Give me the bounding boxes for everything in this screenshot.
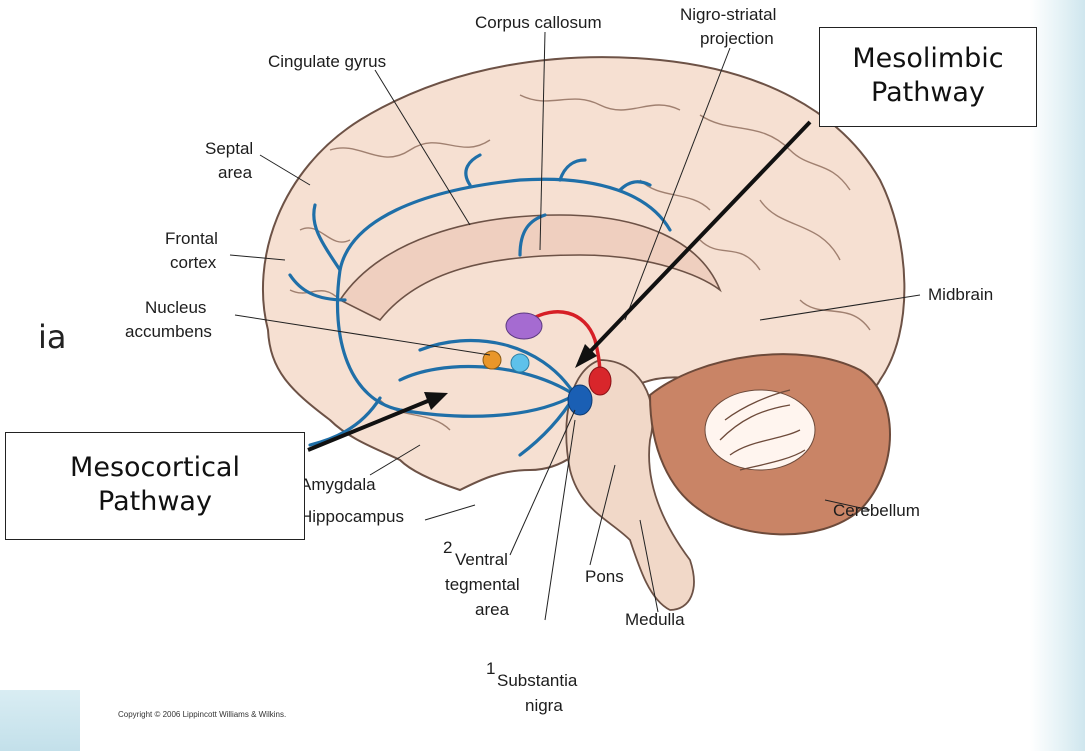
mesocortical-line-1: Mesocortical (6, 451, 304, 485)
label-nigro-striatal-2: projection (700, 29, 774, 48)
label-cerebellum: Cerebellum (833, 501, 920, 520)
mesolimbic-line-1: Mesolimbic (820, 42, 1036, 76)
label-hippocampus: Hippocampus (300, 507, 404, 526)
label-vta-3: area (475, 600, 510, 619)
label-substantia-marker: 1 (486, 659, 495, 678)
septal-dot (511, 354, 529, 372)
label-nucleus-2: accumbens (125, 322, 212, 341)
label-corpus-callosum: Corpus callosum (475, 13, 602, 32)
label-nucleus-1: Nucleus (145, 298, 206, 317)
label-septal-1: Septal (205, 139, 253, 158)
striatum-dot (506, 313, 542, 339)
substantia-nigra-dot (589, 367, 611, 395)
label-nigro-striatal-1: Nigro-striatal (680, 5, 776, 24)
label-septal-2: area (218, 163, 253, 182)
mesolimbic-pathway-callout: Mesolimbic Pathway (819, 27, 1037, 127)
label-midbrain: Midbrain (928, 285, 993, 304)
label-substantia-2: nigra (525, 696, 563, 715)
label-amygdala: Amygdala (300, 475, 376, 494)
label-vta-1: Ventral (455, 550, 508, 569)
label-vta-marker: 2 (443, 538, 452, 557)
label-substantia-1: Substantia (497, 671, 578, 690)
label-pons: Pons (585, 567, 624, 586)
label-frontal-2: cortex (170, 253, 217, 272)
vta-dot (568, 385, 592, 415)
label-frontal-1: Frontal (165, 229, 218, 248)
copyright-text: Copyright © 2006 Lippincott Williams & W… (118, 710, 286, 719)
mesolimbic-line-2: Pathway (820, 76, 1036, 110)
label-cingulate-gyrus: Cingulate gyrus (268, 52, 386, 71)
label-vta-2: tegmental (445, 575, 520, 594)
label-medulla: Medulla (625, 610, 685, 629)
nucleus-accumbens-dot (483, 351, 501, 369)
mesocortical-pathway-callout: Mesocortical Pathway (5, 432, 305, 540)
mesocortical-line-2: Pathway (6, 485, 304, 519)
